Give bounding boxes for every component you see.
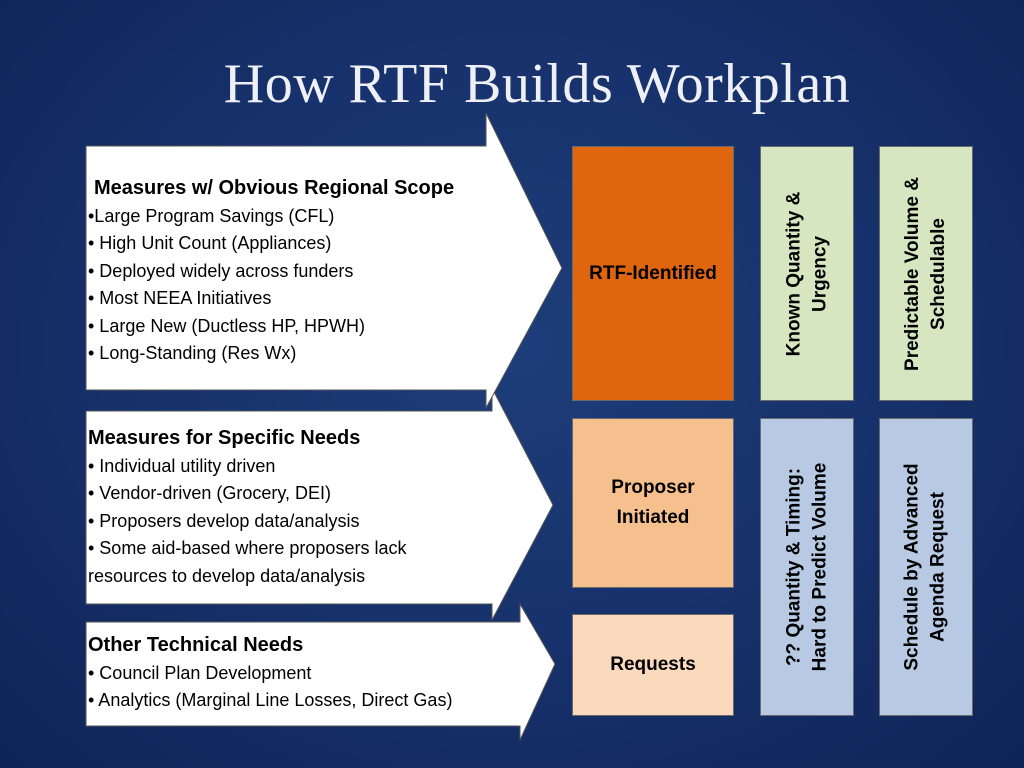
bullet: • High Unit Count (Appliances) (88, 233, 332, 253)
column-hard-to-predict: ?? Quantity & Timing: Hard to Predict Vo… (760, 418, 854, 716)
vertical-label: Schedule by Advanced Agenda Request (902, 463, 949, 671)
arrow-2-text: Measures for Specific Needs • Individual… (88, 425, 468, 590)
page-title: How RTF Builds Workplan (223, 53, 851, 115)
arrow-3-text: Other Technical Needs • Council Plan Dev… (88, 632, 518, 715)
arrow-2-heading: Measures for Specific Needs (88, 427, 361, 449)
arrow-3 (85, 602, 556, 741)
arrow-1-heading: Measures w/ Obvious Regional Scope (94, 177, 455, 199)
vertical-label: ?? Quantity & Timing: Hard to Predict Vo… (783, 462, 830, 672)
bullet: • Analytics (Marginal Line Losses, Direc… (88, 690, 453, 710)
category-rtf-identified: RTF-Identified (572, 146, 734, 401)
arrow-2 (85, 387, 554, 621)
category-label: Requests (610, 654, 696, 675)
arrow-3-heading: Other Technical Needs (88, 634, 304, 656)
column-schedule-by-request: Schedule by Advanced Agenda Request (879, 418, 973, 716)
bullet: • Long-Standing (Res Wx) (88, 343, 297, 363)
category-label: RTF-Identified (589, 262, 717, 284)
column-known-quantity: Known Quantity & Urgency (760, 146, 854, 401)
arrow-1 (85, 112, 563, 409)
bullet: •Large Program Savings (CFL) (88, 205, 335, 226)
column-predictable-volume: Predictable Volume & Schedulable (879, 146, 973, 401)
bullet: • Deployed widely across funders (88, 260, 354, 281)
bullet: • Proposers develop data/analysis (88, 510, 360, 531)
bullet: • Most NEEA Initiatives (88, 288, 272, 308)
arrow-1-text: Measures w/ Obvious Regional Scope •Larg… (88, 175, 498, 368)
vertical-label: Predictable Volume & Schedulable (902, 176, 949, 371)
category-proposer-initiated: Proposer Initiated (572, 418, 734, 588)
vertical-label: Known Quantity & Urgency (783, 191, 830, 356)
bullet: • Council Plan Development (88, 662, 312, 683)
category-requests: Requests (572, 614, 734, 716)
bullet: • Some aid-based where proposers lack re… (88, 538, 407, 586)
bullet: • Vendor-driven (Grocery, DEI) (88, 483, 332, 503)
bullet: • Individual utility driven (88, 455, 276, 476)
category-label: Proposer Initiated (611, 477, 695, 528)
bullet: • Large New (Ductless HP, HPWH) (88, 315, 366, 336)
